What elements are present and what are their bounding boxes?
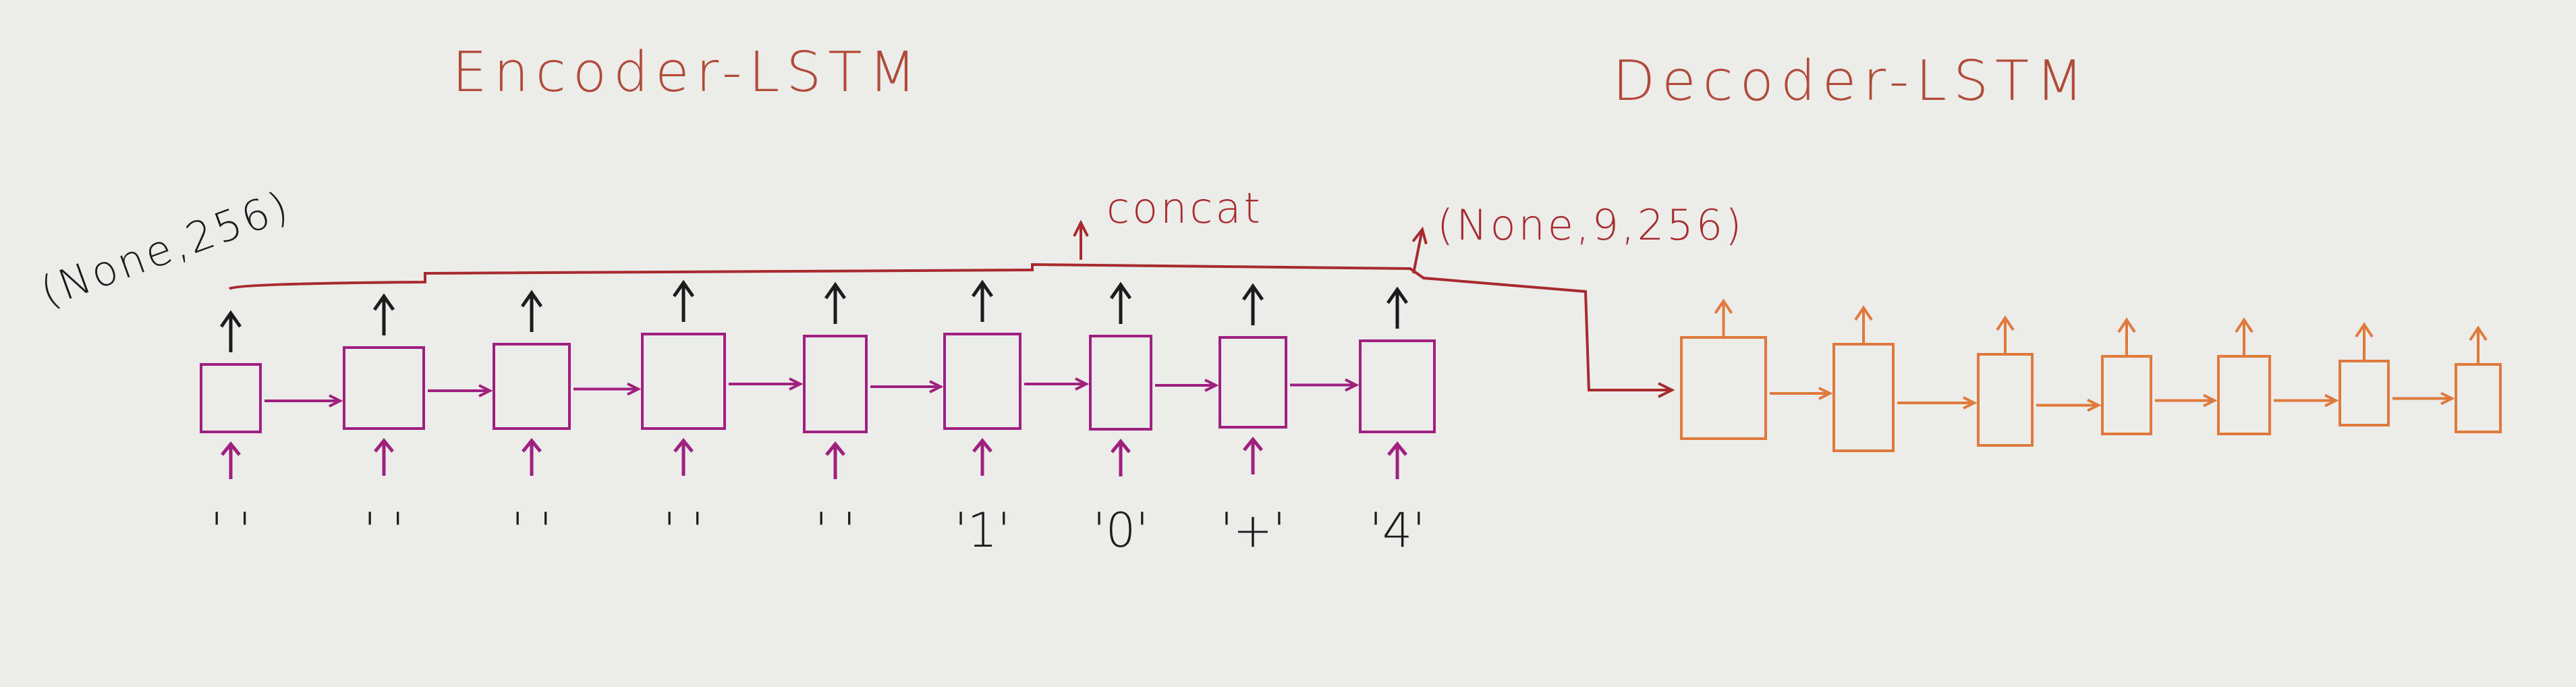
decoder-cell [2101,317,2214,435]
encoder-input-arrowhead [221,441,241,456]
encoder-input-token: ' ' [815,503,856,558]
encoder-input-arrowhead [825,441,845,456]
decoder-lstm [1680,298,2502,452]
decoder-output-arrowhead [2117,317,2136,333]
decoder-title: Decoder-LSTM [1613,49,2090,113]
encoder-cell-box [493,343,571,430]
decoder-output-arrowhead [1996,315,2015,331]
encoder-cell: '0' [1089,281,1216,558]
encoder-lstm: ' ' ' ' ' ' ' ' ' ' '1' '0' '+' '4' [200,279,1436,558]
encoder-cell: ' ' [343,293,490,558]
encoder-output-shape-label: (None,256) [34,181,297,317]
encoder-input-token: '4' [1369,503,1425,558]
encoder-output-arrowhead [824,281,847,300]
encoder-output-arrowhead [520,290,543,308]
decoder-cell-box [1680,336,1767,440]
encoder-cell: '1' [943,279,1086,558]
encoder-cell: '4' [1359,286,1436,558]
decoder-cell-box [1977,353,2034,447]
encoder-input-arrowhead [522,438,542,453]
encoder-input-token: ' ' [211,503,252,558]
encoder-cell-box [641,333,726,430]
decoder-output-arrowhead [1854,305,1873,321]
encoder-cell-box [943,333,1021,430]
decoder-cell-box [1832,343,1895,452]
encoder-input-arrowhead [673,438,694,453]
encoder-title: Encoder-LSTM [452,40,923,105]
concat-output-up-arrow [1413,229,1422,274]
decoder-cell [2455,325,2502,433]
encoder-cell: ' ' [493,290,638,558]
encoder-cell: ' ' [200,310,340,558]
concat-bracket [228,263,1590,392]
encoder-cell-box [1359,339,1436,433]
decoder-output-arrowhead [2355,322,2374,338]
encoder-input-token: '0' [1092,503,1148,558]
encoder-input-arrowhead [1111,439,1131,454]
decoder-output-arrowhead [2235,317,2253,333]
encoder-input-token: ' ' [364,503,405,558]
encoder-input-arrowhead [374,438,394,453]
concat-label: concat [1107,184,1263,233]
encoder-output-arrowhead [1241,283,1264,301]
decoder-cell-box [2455,363,2502,433]
decoder-cell-box [2339,360,2390,427]
encoder-cell-box [343,346,425,430]
encoder-input-token: '1' [954,503,1010,558]
encoder-output-arrowhead [672,279,695,298]
encoder-output-arrowhead [219,310,242,328]
encoder-input-arrowhead [1243,437,1263,451]
encoder-input-arrowhead [972,438,992,453]
decoder-cell [1977,315,2098,447]
encoder-cell: ' ' [803,281,941,558]
encoder-output-arrowhead [372,293,395,311]
encoder-cell: ' ' [641,279,800,558]
decoder-cell-box [2217,355,2271,435]
encoder-cell-box [1219,336,1287,429]
encoder-output-arrowhead [1109,281,1132,300]
encoder-cell-box [803,335,868,433]
decoder-cell-box [2101,355,2152,435]
encoder-output-arrowhead [1386,286,1409,304]
encoder-cell: '+' [1219,283,1356,558]
decoder-cell [2217,317,2336,435]
decoder-cell [1832,305,1974,452]
encoder-input-arrowhead [1387,441,1407,456]
encoder-input-token: '+' [1220,503,1285,558]
decoder-output-arrowhead [2469,325,2488,341]
encoder-input-token: ' ' [511,503,553,558]
encoder-cell-box [1089,335,1152,431]
decoder-output-arrowhead [1714,298,1733,314]
concat-output-shape-label: (None,9,256) [1437,200,1744,250]
encoder-input-token: ' ' [663,503,704,558]
decoder-cell [2339,322,2452,427]
encoder-cell-box [200,363,262,433]
decoder-cell [1680,298,1830,440]
encoder-output-arrowhead [971,279,994,298]
